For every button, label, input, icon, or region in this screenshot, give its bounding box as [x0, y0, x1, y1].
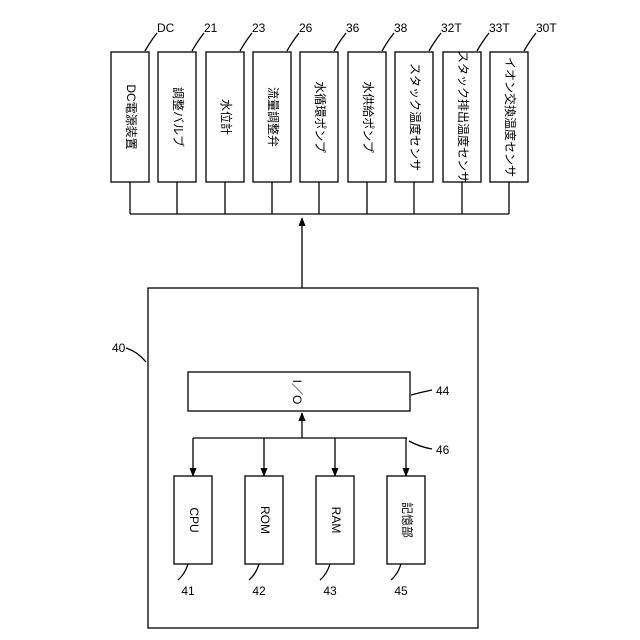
device-row: DC電源装置 DC 調整バルブ 21 水位計 23 流量調整弁 26 水循環ポンプ 36 水供給ポン… — [111, 21, 557, 214]
unit-label: RAM — [329, 507, 343, 534]
device-ref: 33T — [489, 21, 510, 35]
bus-ref: 46 — [436, 443, 450, 457]
unit-label: CPU — [187, 507, 201, 532]
device-label: スタック温度センサ — [408, 63, 423, 171]
device-ref: 38 — [394, 21, 408, 35]
io-ref: 44 — [436, 384, 450, 398]
device-ref-leader — [429, 33, 441, 51]
device-label: 水供給ポンプ — [361, 81, 375, 153]
device-ref-leader — [524, 33, 536, 51]
device-ref-leader — [382, 33, 394, 51]
device-ref-leader — [240, 33, 252, 51]
device-label: イオン交換温度センサ — [503, 57, 518, 177]
device-label: 水位計 — [219, 99, 234, 135]
device-ref: DC — [157, 21, 175, 35]
device-ref-leader — [145, 33, 157, 51]
controller-box — [148, 288, 478, 628]
device-label: 調整バルブ — [171, 87, 186, 147]
device-ref: 26 — [299, 21, 313, 35]
device-ref-leader — [477, 33, 489, 51]
device-label: 水循環ポンプ — [313, 81, 327, 153]
unit-ref: 45 — [394, 584, 408, 598]
unit-label: 記憶部 — [400, 502, 415, 538]
device-label: DC電源装置 — [124, 84, 138, 149]
device-ref: 32T — [441, 21, 462, 35]
unit-ref: 43 — [323, 584, 337, 598]
unit-ref: 42 — [252, 584, 266, 598]
device-label: 流量調整弁 — [266, 87, 281, 147]
device-ref: 36 — [346, 21, 360, 35]
device-ref-leader — [287, 33, 299, 51]
device-ref: 30T — [536, 21, 557, 35]
controller-ref-leader — [126, 348, 146, 362]
device-ref: 23 — [252, 21, 266, 35]
device-ref-leader — [192, 33, 204, 51]
io-label: I／O — [290, 380, 304, 405]
unit-label: ROM — [258, 506, 272, 534]
device-label: スタック排出温度センサ — [456, 51, 471, 183]
unit-ref: 41 — [181, 584, 195, 598]
device-ref-leader — [334, 33, 346, 51]
device-ref: 21 — [204, 21, 218, 35]
controller-ref: 40 — [112, 341, 126, 355]
